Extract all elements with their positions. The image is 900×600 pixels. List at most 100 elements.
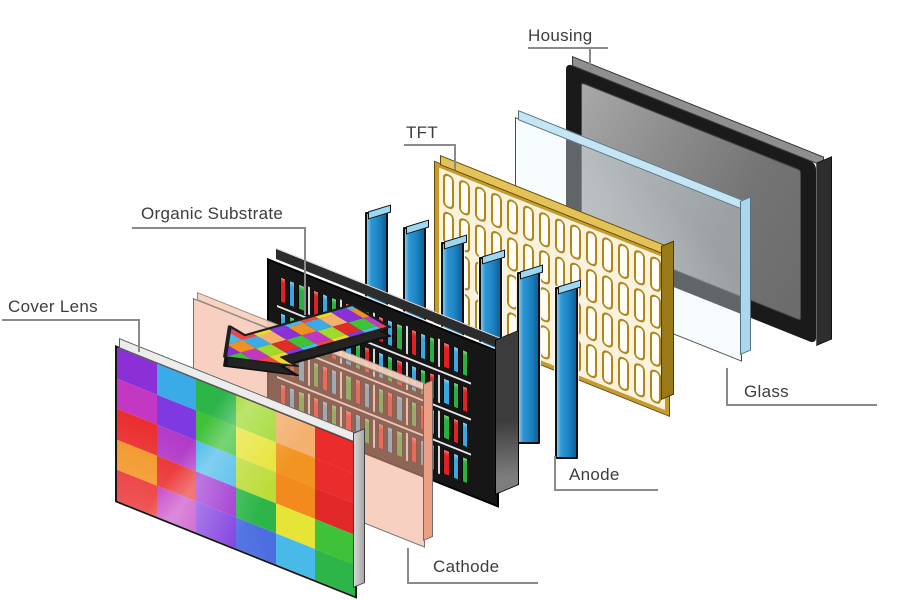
light-emission-arrow (191, 295, 405, 377)
tft-slot (490, 266, 502, 305)
housing-side-edge (816, 156, 832, 346)
organic-substrate-side-edge (495, 329, 519, 495)
tft-slot (522, 316, 534, 355)
tft-slot (634, 248, 646, 287)
tft-slot (554, 291, 566, 330)
cover-lens-side-edge (353, 427, 365, 588)
arrow-cell (257, 331, 287, 345)
arrow-cell (242, 336, 272, 349)
leader-organic-substrate-underline (132, 227, 305, 229)
tft-slot (634, 286, 646, 325)
leader-tft-line (454, 144, 456, 170)
tft-slot (570, 223, 582, 262)
arrow-cell (198, 336, 227, 349)
tft-slot (650, 292, 661, 331)
arrow-cell (255, 344, 285, 357)
tft-slot (602, 310, 614, 349)
tft-slot (458, 216, 470, 254)
tft-slot (650, 255, 661, 293)
arrow-cell (200, 324, 229, 337)
subpixel-bar (461, 348, 469, 378)
tft-slot (443, 172, 454, 211)
arrow-cell (303, 318, 333, 332)
label-cover-lens: Cover Lens (8, 297, 98, 316)
arrow-cell (301, 331, 331, 344)
arrow-cell (288, 323, 318, 336)
tft-slot (506, 235, 518, 274)
leader-anode-line (554, 456, 556, 490)
label-cathode: Cathode (433, 557, 500, 576)
tft-slot (538, 210, 550, 249)
subpixel-bar (461, 384, 469, 413)
tft-slot (538, 322, 550, 361)
tft-slot (506, 272, 518, 311)
tft-slot (586, 267, 598, 305)
tft-slot (570, 335, 582, 374)
subpixel-bar (452, 380, 459, 410)
arrow-cell (271, 339, 300, 353)
tft-slot (618, 317, 630, 356)
arrow-cell (292, 298, 322, 311)
arrow-cell (286, 335, 316, 348)
leader-housing-underline (528, 47, 608, 49)
leader-cathode-line (407, 548, 409, 583)
subpixel-bar (443, 448, 450, 478)
label-tft: TFT (406, 123, 439, 142)
tft-slot (586, 342, 598, 380)
arrow-cell (240, 348, 270, 361)
tft-slot (474, 184, 486, 223)
tft-slot (602, 348, 614, 387)
subpixel-bar (461, 456, 469, 485)
tft-slot (554, 329, 566, 368)
subpixel-bar (429, 335, 436, 365)
arrow-cell (276, 302, 306, 316)
leader-tft-underline (404, 144, 456, 146)
arrow-cell (246, 311, 275, 324)
glass-side-edge (740, 196, 751, 355)
tft-side-edge (661, 240, 674, 400)
label-glass: Glass (744, 382, 789, 401)
leader-cover-lens-underline (2, 319, 139, 321)
tft-slot (522, 241, 534, 280)
leader-anode-underline (554, 489, 658, 491)
tft-slot (650, 367, 661, 406)
arrow-cell (191, 328, 214, 341)
subpixel-bar (452, 452, 459, 481)
tft-slot (618, 242, 630, 281)
tft-slot (522, 279, 534, 317)
subpixel-bar (443, 341, 450, 370)
arrow-cell (230, 315, 260, 329)
tft-slot (474, 222, 486, 261)
tft-slot (602, 273, 614, 312)
label-housing: Housing (528, 26, 593, 45)
arrow-cell (334, 310, 364, 323)
label-organic-substrate: Organic Substrate (141, 204, 284, 223)
tft-slot (634, 361, 646, 400)
tft-slot (650, 330, 661, 368)
arrow-cell (332, 322, 362, 335)
tft-slot (586, 304, 598, 343)
tft-slot (586, 229, 598, 268)
leader-cover-lens-line (138, 319, 140, 352)
tft-slot (458, 178, 470, 217)
tft-slot (554, 254, 566, 293)
tft-slot (458, 253, 470, 292)
arrow-cell (322, 295, 352, 303)
tft-slot (538, 285, 550, 324)
tft-slot (618, 354, 630, 393)
tft-slot (443, 209, 454, 248)
tft-slot (602, 235, 614, 274)
tft-slot (554, 216, 566, 255)
subpixel-bar (461, 420, 469, 449)
leader-organic-substrate-line (304, 227, 306, 315)
label-anode: Anode (569, 465, 620, 484)
arrow-cell (317, 326, 346, 340)
arrow-cell (273, 327, 302, 340)
tft-slot (618, 279, 630, 318)
arrow-cell (226, 340, 256, 353)
leader-glass-line (726, 368, 728, 405)
arrow-cell (307, 295, 337, 307)
tft-slot (474, 259, 486, 298)
subpixel-bar (443, 413, 450, 442)
